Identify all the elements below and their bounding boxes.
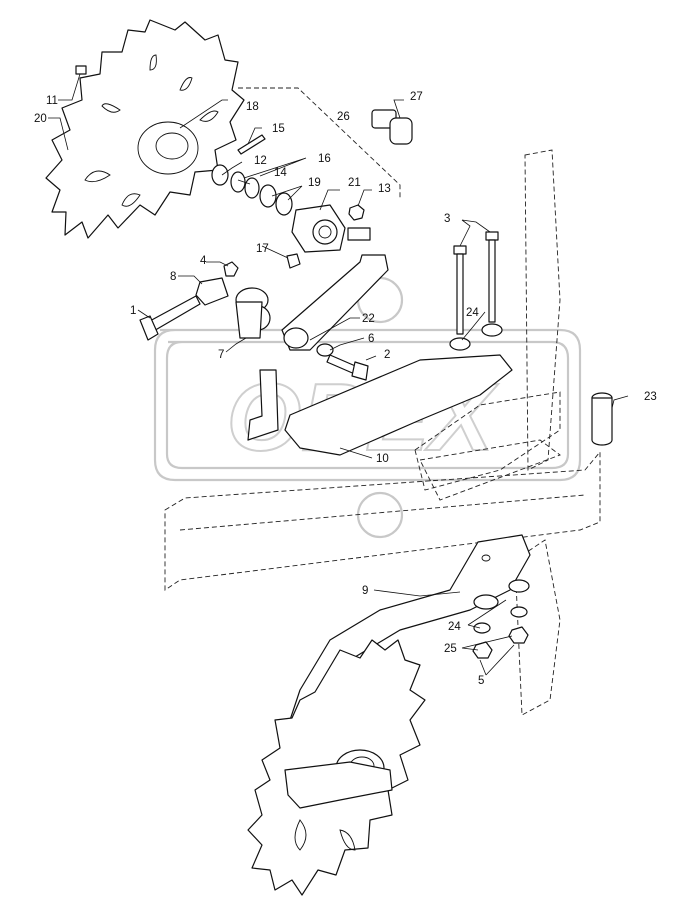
callout-6: 6 bbox=[368, 333, 374, 345]
bearing-stack bbox=[211, 164, 293, 216]
callout-9: 9 bbox=[362, 585, 368, 597]
frame-standard bbox=[514, 149, 561, 716]
callout-27: 27 bbox=[410, 91, 423, 103]
callout-10: 10 bbox=[376, 453, 389, 465]
callout-26: 26 bbox=[337, 111, 350, 123]
lower-coulter-disc bbox=[247, 639, 426, 896]
nut-4 bbox=[223, 261, 239, 277]
callout-5: 5 bbox=[478, 675, 484, 687]
spacer-23 bbox=[591, 392, 613, 446]
callout-7: 7 bbox=[218, 349, 224, 361]
callout-24-lower: 24 bbox=[448, 621, 461, 633]
callout-18: 18 bbox=[246, 101, 259, 113]
callout-16: 16 bbox=[318, 153, 331, 165]
crank-arm-22 bbox=[281, 254, 389, 351]
bracket-10 bbox=[247, 354, 513, 456]
washer-24-upper-b bbox=[481, 323, 503, 337]
clamp-8 bbox=[195, 277, 229, 306]
callout-4: 4 bbox=[200, 255, 207, 267]
pin-15 bbox=[237, 134, 266, 155]
group-bracket-26 bbox=[238, 87, 401, 200]
bolt-1 bbox=[139, 295, 201, 341]
callout-8: 8 bbox=[170, 271, 176, 283]
callout-11: 11 bbox=[46, 95, 58, 107]
nut-13 bbox=[348, 204, 365, 221]
callout-labels: 11 20 18 15 12 16 14 19 21 13 26 27 3 17… bbox=[34, 91, 657, 687]
mount-plates bbox=[414, 391, 561, 501]
washer-6 bbox=[316, 343, 334, 357]
bolts-3 bbox=[453, 231, 499, 335]
lower-hardware bbox=[472, 579, 530, 659]
stud-27 bbox=[371, 109, 413, 145]
washer-24-upper-a bbox=[449, 337, 471, 351]
bolt-2 bbox=[326, 354, 369, 381]
upper-coulter-disc bbox=[45, 19, 245, 239]
hub-21 bbox=[291, 204, 371, 253]
grease-nipple-17 bbox=[286, 253, 301, 269]
callout-22: 22 bbox=[362, 313, 375, 325]
callout-19: 19 bbox=[308, 177, 321, 189]
callout-13: 13 bbox=[378, 183, 391, 195]
callout-1: 1 bbox=[130, 305, 136, 317]
callout-12: 12 bbox=[254, 155, 267, 167]
leader-lines bbox=[48, 73, 629, 676]
callout-2: 2 bbox=[384, 349, 390, 361]
callout-3: 3 bbox=[444, 213, 450, 225]
toolbar-beam bbox=[164, 450, 601, 591]
callout-25: 25 bbox=[444, 643, 457, 655]
callout-24-upper: 24 bbox=[466, 307, 479, 319]
callout-21: 21 bbox=[348, 177, 361, 189]
bolt-11 bbox=[75, 65, 87, 75]
callout-17: 17 bbox=[256, 243, 269, 255]
callout-20: 20 bbox=[34, 113, 47, 125]
pivot-7 bbox=[235, 287, 271, 339]
callout-15: 15 bbox=[272, 123, 285, 135]
callout-23: 23 bbox=[644, 391, 657, 403]
callout-14: 14 bbox=[274, 167, 287, 179]
